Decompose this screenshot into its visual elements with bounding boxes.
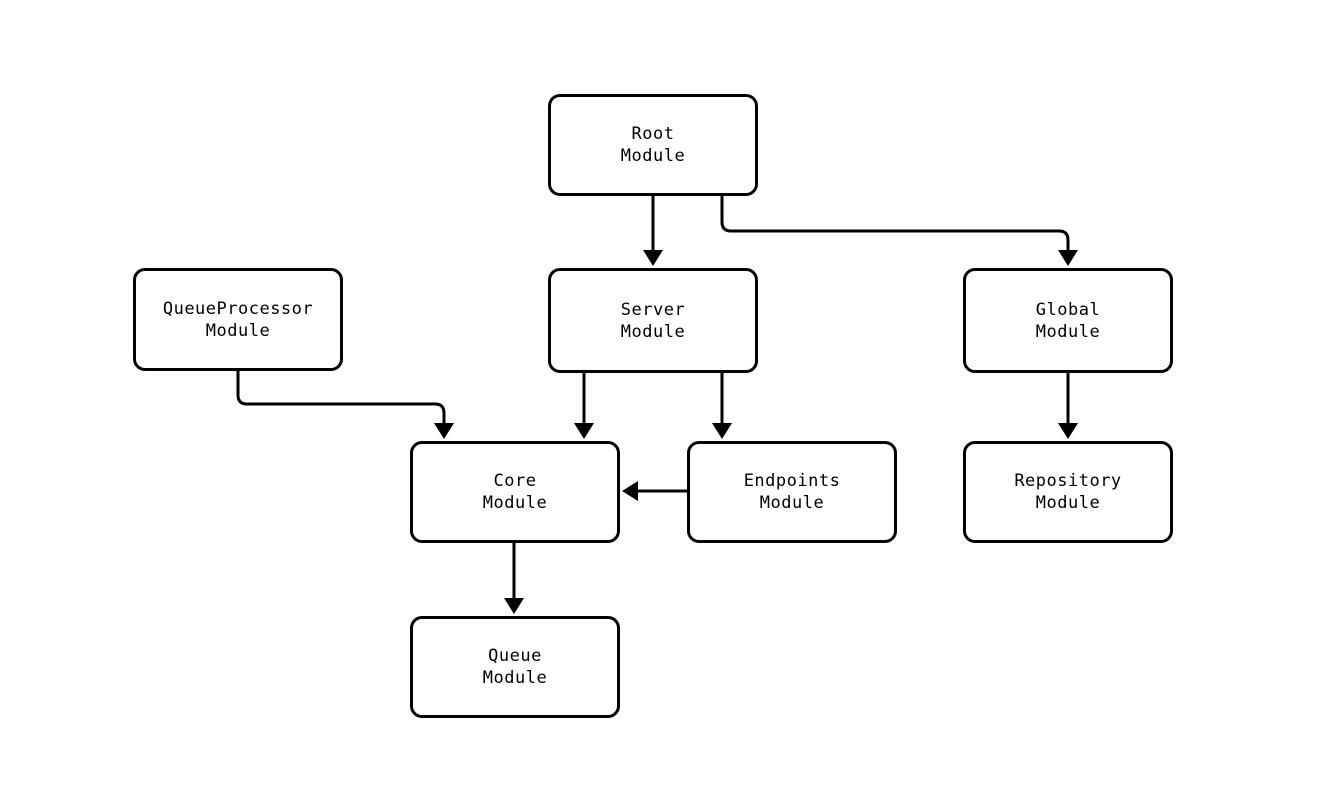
edge-server-to-core-arrowhead bbox=[574, 423, 594, 439]
edge-global-to-repository-arrowhead bbox=[1058, 423, 1078, 439]
edge-root-to-global-arrowhead bbox=[1058, 250, 1078, 266]
edge-core-to-queue-arrowhead bbox=[504, 598, 524, 614]
queueprocessor-module-node-label-line1: QueueProcessor bbox=[162, 298, 314, 319]
edge-root-to-global bbox=[720, 196, 1078, 266]
queueprocessor-module-node-label-line2: Module bbox=[205, 320, 271, 341]
edge-queueprocessor-to-core bbox=[236, 371, 454, 439]
edge-server-to-endpoints bbox=[712, 373, 732, 439]
core-module-node-label-line1: Core bbox=[493, 471, 537, 491]
server-module-node-label-line2: Module bbox=[620, 321, 686, 342]
edge-endpoints-to-core bbox=[622, 481, 687, 501]
edge-core-to-queue bbox=[504, 543, 524, 614]
repository-module-node-label-line1: Repository bbox=[1014, 471, 1122, 491]
edge-global-to-repository bbox=[1058, 373, 1078, 439]
edge-server-to-endpoints-arrowhead bbox=[712, 423, 732, 439]
global-module-node-label-line2: Module bbox=[1035, 321, 1101, 342]
edge-root-to-server-arrowhead bbox=[643, 250, 663, 266]
root-module-node-label-line1: Root bbox=[631, 124, 675, 144]
core-module-node-label-line2: Module bbox=[482, 493, 548, 513]
global-module-node-label-line1: Global bbox=[1035, 299, 1101, 320]
edge-server-to-core bbox=[574, 373, 594, 439]
server-module-node-label-line1: Server bbox=[620, 299, 686, 320]
endpoints-module-node-label-line1: Endpoints bbox=[743, 471, 841, 491]
edge-endpoints-to-core-arrowhead bbox=[622, 481, 638, 501]
queue-module-node-label-line2: Module bbox=[482, 668, 548, 688]
root-module-node-label-line2: Module bbox=[620, 146, 686, 166]
endpoints-module-node-label-line2: Module bbox=[759, 493, 825, 513]
edge-queueprocessor-to-core-arrowhead bbox=[434, 423, 454, 439]
repository-module-node-label-line2: Module bbox=[1035, 493, 1101, 513]
edge-root-to-server bbox=[643, 196, 663, 266]
queue-module-node-label-line1: Queue bbox=[488, 646, 542, 666]
